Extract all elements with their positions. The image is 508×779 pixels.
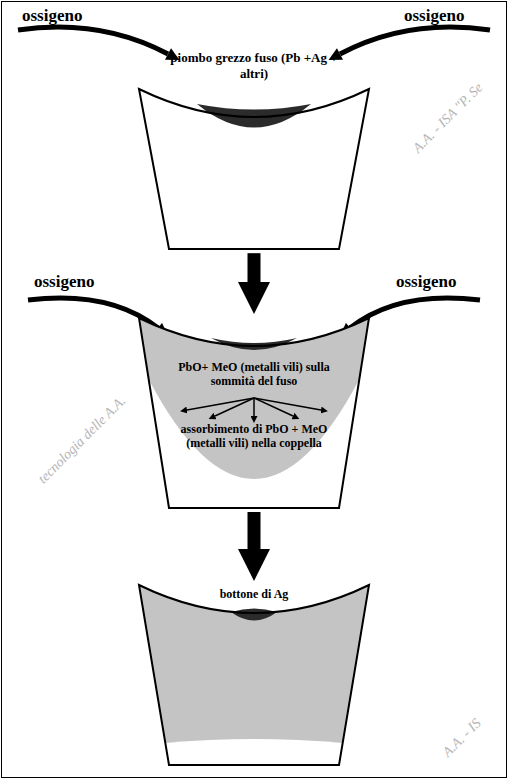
cupel-fill xyxy=(197,104,311,128)
cupel-heading: piombo grezzo fuso (Pb +Ag + altri) xyxy=(169,50,339,81)
watermark: tecnologia delle A.A. xyxy=(35,393,129,487)
process-arrow xyxy=(248,512,261,549)
oxygen-label: ossigeno xyxy=(22,6,82,26)
oxygen-label: ossigeno xyxy=(396,272,456,292)
cupel: bottone di Ag xyxy=(139,585,369,765)
cupel-text: bottone di Ag xyxy=(179,587,329,601)
absorption-arrow xyxy=(187,398,254,410)
oxygen-arrow xyxy=(350,298,480,328)
cupel-fill xyxy=(139,318,369,479)
absorption-arrow xyxy=(253,398,255,416)
cupel-outline xyxy=(139,318,369,508)
cupel-text: PbO+ MeO (metalli vili) sulla sommità de… xyxy=(174,360,334,389)
oxygen-arrow xyxy=(340,27,490,54)
absorption-arrow xyxy=(215,398,254,416)
cupel-fill xyxy=(165,739,343,765)
oxygen-arrow xyxy=(28,298,158,328)
cupel-shape xyxy=(139,318,369,508)
watermark: A.A. - ISA "P. Se xyxy=(410,80,486,156)
watermark: A.A. - IS xyxy=(440,716,485,761)
cupel-body xyxy=(139,585,369,765)
cupel-outline xyxy=(139,585,369,765)
absorption-arrow xyxy=(254,398,293,416)
cupel-text: assorbimento di PbO + MeO (metalli vili)… xyxy=(179,422,329,451)
cupel-shape xyxy=(139,585,369,765)
oxygen-arrow xyxy=(18,27,168,54)
cupel-body xyxy=(139,89,369,249)
absorption-arrow xyxy=(254,398,321,410)
cupel: piombo grezzo fuso (Pb +Ag + altri) xyxy=(139,50,369,249)
cupel-body xyxy=(139,318,369,508)
oxygen-label: ossigeno xyxy=(404,6,464,26)
cupel-fill xyxy=(231,609,277,621)
cupel: PbO+ MeO (metalli vili) sulla sommità de… xyxy=(139,318,369,508)
oxygen-label: ossigeno xyxy=(34,272,94,292)
process-arrow xyxy=(248,253,261,282)
cupel-shape xyxy=(139,89,369,249)
cupel-outline xyxy=(139,89,369,249)
